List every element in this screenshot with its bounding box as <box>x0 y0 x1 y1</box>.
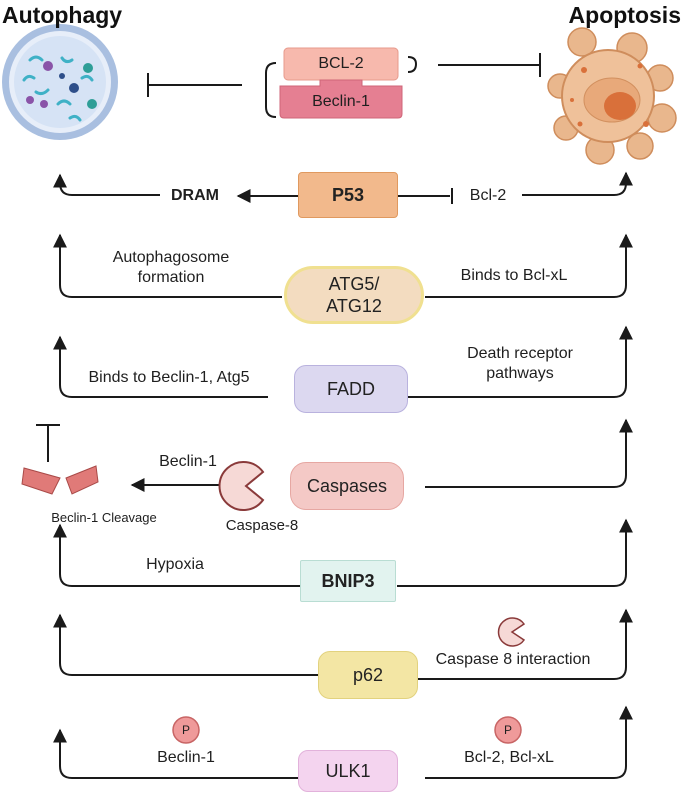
bnip3-node: BNIP3 <box>300 560 396 602</box>
p53-bcl2-label: Bcl-2 <box>469 187 507 204</box>
dram-label: DRAM <box>171 187 219 204</box>
p62-right-arrow <box>418 608 633 680</box>
phospho-left-label: P <box>181 723 190 737</box>
binds-beclin1-atg5-label: Binds to Beclin-1, Atg5 <box>88 369 250 386</box>
ulk1-right-arrow <box>425 705 633 779</box>
ulk1-bcl2-bclxl-label: Bcl-2, Bcl-xL <box>464 749 554 766</box>
ulk1-left-arrow <box>53 728 298 779</box>
fadd-node: FADD <box>294 365 408 413</box>
p62-node: p62 <box>318 651 418 699</box>
complex-bracket-right <box>407 56 418 73</box>
fadd-right-arrow <box>408 325 633 398</box>
caspase-8-label: Caspase-8 <box>225 517 299 534</box>
atg-right-arrow <box>425 233 633 298</box>
autophagosome-formation-label: Autophagosome formation <box>112 249 230 286</box>
atg-left-arrow <box>53 233 282 298</box>
caspase-8-small-icon <box>497 617 526 647</box>
phospho-left-icon <box>172 716 200 744</box>
caspases-node: Caspases <box>290 462 404 510</box>
apoptosis-title: Apoptosis <box>568 2 681 28</box>
caspase-8-interaction-label: Caspase 8 interaction <box>435 651 591 668</box>
bnip3-right-arrow <box>397 518 633 587</box>
binds-bcl-xl-label: Binds to Bcl-xL <box>460 267 568 284</box>
phospho-right-icon <box>494 716 522 744</box>
caspases-right-arrow <box>425 418 633 488</box>
dram-to-autophagy-arrow <box>53 173 160 196</box>
beclin1-cleavage-label: Beclin-1 Cleavage <box>51 510 157 525</box>
ulk1-node: ULK1 <box>298 750 398 792</box>
bnip3-left-arrow <box>53 523 300 587</box>
beclin1-fragment-right-icon <box>65 465 99 495</box>
bcl2-to-apoptosis-arrow <box>522 171 633 196</box>
hypoxia-label: Hypoxia <box>146 556 204 573</box>
complex-bracket-left <box>265 62 277 118</box>
beclin1-label: Beclin-1 <box>312 93 370 110</box>
apoptotic-cell-icon <box>547 27 677 165</box>
p62-left-arrow <box>53 613 318 676</box>
beclin1-fragment-left-icon <box>21 467 61 495</box>
atg5-atg12-node: ATG5/ ATG12 <box>284 266 424 324</box>
caspase-beclin1-label: Beclin-1 <box>159 453 217 470</box>
phospho-right-label: P <box>503 723 512 737</box>
p53-node: P53 <box>298 172 398 218</box>
fadd-left-arrow <box>53 335 268 398</box>
bcl2-beclin1-complex <box>279 47 403 119</box>
autophagy-title: Autophagy <box>2 2 123 28</box>
ulk1-beclin1-label: Beclin-1 <box>157 749 215 766</box>
death-receptor-pathways-label: Death receptor pathways <box>467 345 573 382</box>
autophagosome-dish-icon <box>2 24 118 140</box>
bcl2-label: BCL-2 <box>318 55 364 72</box>
caspase-8-enzyme-icon <box>218 461 265 511</box>
